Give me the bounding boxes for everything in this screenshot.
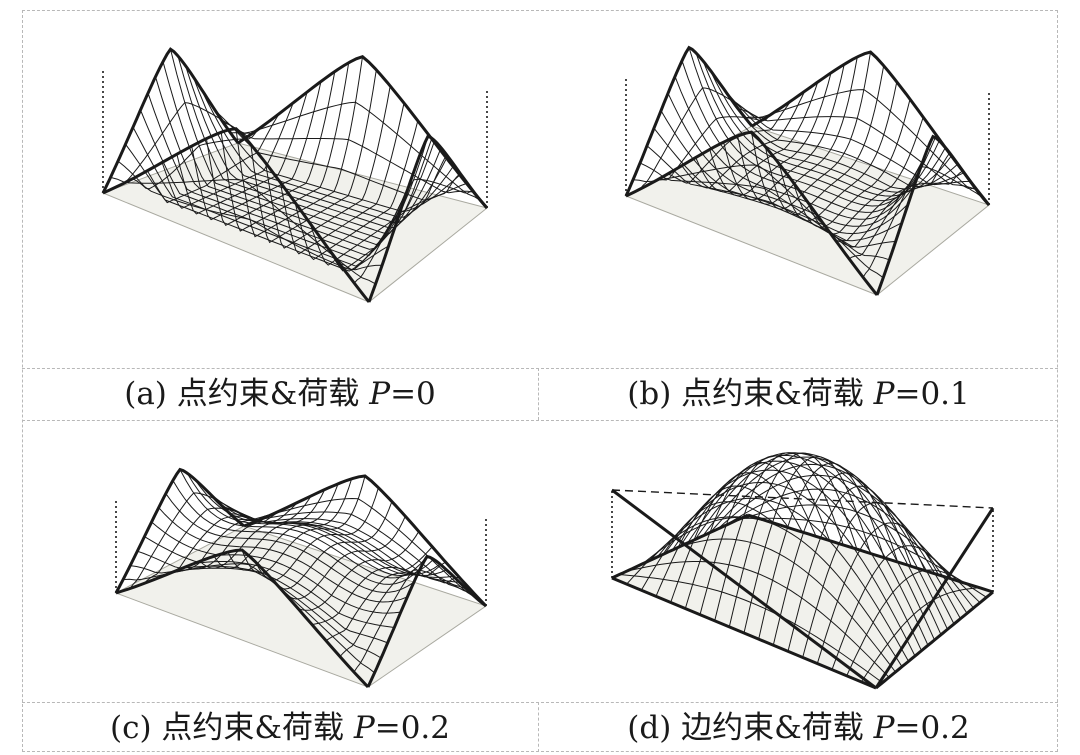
- boundary-edge-b: [624, 45, 754, 197]
- mesh-line-u-b: [744, 89, 984, 199]
- edge-support-right-d: [874, 507, 995, 689]
- panel-a: [0, 0, 540, 368]
- boundary-edge-a: [101, 47, 240, 194]
- caption-b-label: (b): [627, 376, 672, 412]
- edge-support-front-d: [611, 488, 877, 690]
- caption-b-symbol: P: [873, 376, 895, 412]
- panel-b: [540, 0, 1080, 368]
- caption-d: (d) 边约束&荷载 P=0.2: [539, 702, 1058, 754]
- divider-caption-bottom: [538, 702, 539, 752]
- caption-d-label: (d): [627, 710, 672, 746]
- mesh-line-v-b: [835, 152, 950, 248]
- boundary-edge-d: [611, 513, 749, 580]
- mesh-line-u-d: [732, 504, 981, 604]
- boundary-edge-a: [102, 127, 371, 303]
- mesh-line-u-c: [229, 511, 474, 596]
- caption-a-symbol: P: [369, 376, 391, 412]
- shell-plot-c: [114, 467, 488, 689]
- shell-plot-b: [624, 45, 991, 296]
- mesh-line-u-a: [222, 121, 474, 194]
- caption-c-value: =0.2: [374, 710, 450, 746]
- mesh-line-v-c: [339, 574, 460, 657]
- mesh-line-u-b: [737, 108, 977, 191]
- caption-c-text: 点约束&荷载: [161, 710, 344, 746]
- edge-support-back-d: [611, 489, 994, 509]
- caption-c: (c) 点约束&荷载 P=0.2: [22, 702, 538, 754]
- boundary-edge-a: [367, 134, 489, 303]
- caption-d-text: 边约束&荷载: [681, 710, 864, 746]
- caption-b-text: 点约束&荷载: [681, 376, 864, 412]
- boundary-edge-c: [114, 467, 245, 594]
- mesh-line-v-d: [860, 587, 980, 683]
- figure-frame: [22, 10, 1058, 752]
- divider-mid: [22, 420, 1058, 421]
- mesh-line-v-b: [848, 170, 963, 260]
- caption-b-value: =0.1: [894, 376, 970, 412]
- caption-c-label: (c): [109, 710, 152, 746]
- divider-top: [22, 368, 1058, 369]
- boundary-edge-b: [875, 134, 991, 296]
- boundary-edge-d: [747, 513, 994, 594]
- divider-caption-top: [538, 368, 539, 420]
- caption-a: (a) 点约束&荷载 P=0: [22, 368, 538, 420]
- mesh-line-v-d: [846, 569, 967, 677]
- panel-c: [0, 420, 540, 702]
- caption-a-text: 点约束&荷载: [176, 376, 360, 412]
- caption-d-value: =0.2: [894, 710, 970, 746]
- caption-d-symbol: P: [873, 710, 895, 746]
- boundary-edge-a: [237, 55, 489, 209]
- mesh-line-v-c: [353, 569, 473, 673]
- boundary-edge-c: [243, 474, 488, 608]
- shell-plot-d: [610, 452, 995, 690]
- boundary-edge-c: [115, 548, 370, 689]
- caption-a-label: (a): [124, 376, 167, 412]
- panel-d: [540, 420, 1080, 702]
- mesh-line-u-a: [230, 101, 481, 201]
- mesh-line-u-d: [740, 517, 987, 598]
- caption-c-symbol: P: [353, 710, 375, 746]
- shell-plot-a: [101, 47, 489, 303]
- mesh-line-v-a: [353, 178, 474, 284]
- boundary-edge-d: [611, 576, 877, 690]
- caption-b: (b) 点约束&荷载 P=0.1: [539, 368, 1058, 420]
- divider-bottom: [22, 702, 1058, 703]
- boundary-edge-d: [875, 590, 994, 690]
- mesh-line-v-d: [831, 545, 953, 670]
- boundary-edge-b: [625, 130, 879, 296]
- boundary-edge-c: [366, 554, 487, 688]
- caption-a-value: =0: [390, 376, 436, 412]
